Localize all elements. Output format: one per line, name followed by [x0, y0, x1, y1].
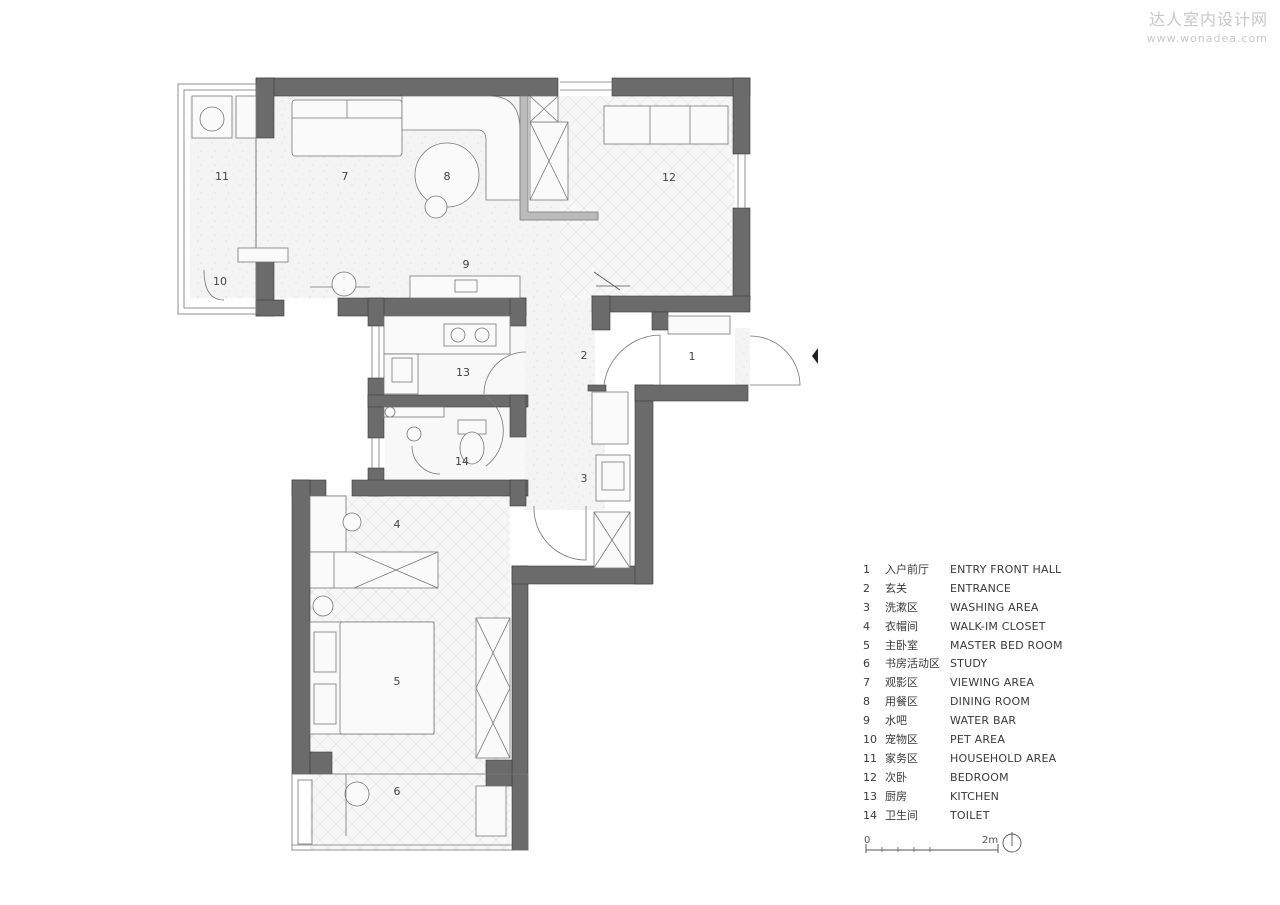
- legend-english-name: DINING ROOM: [950, 695, 1031, 709]
- legend-chinese-name: 玄关: [885, 581, 907, 595]
- legend-number: 2: [863, 581, 870, 595]
- legend-chinese-name: 用餐区: [885, 695, 918, 709]
- legend-chinese-name: 洗漱区: [885, 600, 918, 614]
- legend-number: 1: [863, 563, 870, 576]
- room-labels: 1 2 3 4 5 6 7 8 9 10 11 12 13 14: [213, 170, 696, 798]
- legend-number: 12: [863, 770, 877, 784]
- doors: [411, 271, 801, 561]
- legend-chinese-name: 次卧: [885, 770, 907, 784]
- legend-chinese-name: 卫生间: [885, 808, 918, 822]
- legend-english-name: VIEWING AREA: [950, 676, 1035, 690]
- floor-areas: [190, 96, 750, 850]
- watermark-chinese: 达人室内设计网: [1148, 10, 1268, 29]
- legend-number: 14: [863, 808, 877, 822]
- legend-chinese-name: 书房活动区: [885, 657, 940, 671]
- legend-number: 8: [863, 695, 870, 709]
- legend-english-name: WASHING AREA: [950, 600, 1039, 614]
- legend-english-name: KITCHEN: [950, 789, 1000, 803]
- legend-number: 4: [863, 619, 870, 633]
- legend-number: 6: [863, 657, 870, 671]
- watermark: 达人室内设计网 www.wonadea.com: [1147, 6, 1268, 45]
- furniture: [191, 95, 731, 837]
- legend-chinese-name: 衣帽间: [885, 619, 918, 633]
- legend-chinese-name: 家务区: [885, 751, 918, 765]
- entry-arrow-icon: [812, 348, 818, 364]
- legend-number: 13: [863, 789, 877, 803]
- legend-english-name: HOUSEHOLD AREA: [950, 751, 1057, 765]
- legend-chinese-name: 水吧: [885, 714, 907, 728]
- legend-number: 10: [863, 733, 877, 747]
- walls: [255, 77, 751, 851]
- room-label-11: 11: [215, 170, 229, 183]
- legend-number: 3: [863, 600, 870, 614]
- scale-bar: 0 2m: [864, 832, 1022, 853]
- legend-english-name: PET AREA: [950, 733, 1006, 747]
- legend-chinese-name: 厨房: [885, 789, 907, 803]
- room-label-5: 5: [394, 675, 401, 688]
- room-label-4: 4: [394, 518, 401, 531]
- watermark-url: www.wonadea.com: [1146, 32, 1268, 45]
- legend-english-name: STUDY: [950, 657, 988, 671]
- legend-number: 5: [863, 638, 870, 652]
- north-arrow-icon: [1002, 832, 1022, 853]
- legend-english-name: ENTRANCE: [950, 581, 1012, 595]
- legend-chinese-name: 观影区: [885, 676, 918, 690]
- legend-number: 11: [863, 751, 877, 765]
- scale-end: 2m: [982, 835, 998, 846]
- windows: [177, 81, 746, 851]
- room-label-14: 14: [455, 455, 469, 468]
- legend-chinese-name: 宠物区: [885, 733, 918, 747]
- legend-english-name: MASTER BED ROOM: [950, 638, 1063, 652]
- legend-number: 9: [863, 714, 870, 728]
- room-label-6: 6: [394, 785, 401, 798]
- room-label-7: 7: [342, 170, 349, 183]
- legend-english-name: ENTRY FRONT HALL: [950, 563, 1062, 576]
- room-label-1: 1: [689, 350, 696, 363]
- room-label-13: 13: [456, 366, 470, 379]
- room-label-10: 10: [213, 275, 227, 288]
- room-label-8: 8: [444, 170, 451, 183]
- room-label-9: 9: [463, 258, 470, 271]
- legend-english-name: WATER BAR: [950, 714, 1017, 728]
- legend-chinese-name: 入户前厅: [885, 563, 929, 576]
- legend-english-name: BEDROOM: [950, 770, 1009, 784]
- legend-english-name: WALK-IM CLOSET: [950, 619, 1046, 633]
- legend-english-name: TOILET: [950, 808, 990, 822]
- room-label-2: 2: [581, 349, 588, 362]
- scale-start: 0: [864, 835, 870, 846]
- room-label-3: 3: [581, 472, 588, 485]
- legend-number: 7: [863, 676, 870, 690]
- legend-chinese-name: 主卧室: [885, 638, 918, 652]
- room-label-12: 12: [662, 171, 676, 184]
